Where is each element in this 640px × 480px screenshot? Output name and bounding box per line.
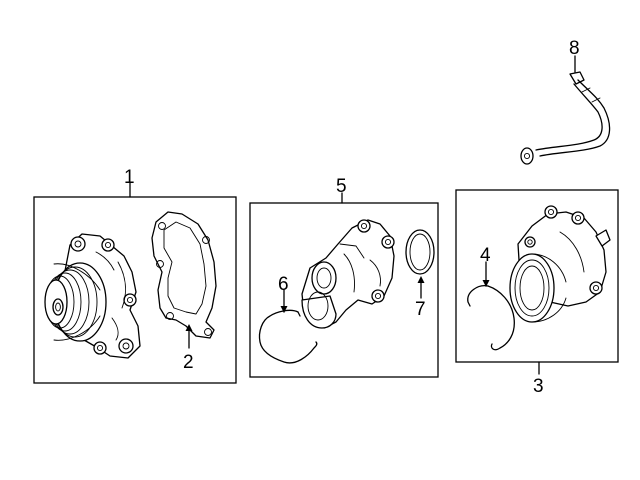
housing-clip <box>467 261 515 351</box>
group-box-5 <box>249 192 439 378</box>
callout-7: 7 <box>415 299 426 320</box>
callout-2: 2 <box>183 352 194 373</box>
coolant-housing <box>509 205 611 323</box>
thermostat-housing <box>301 219 395 329</box>
group-box-3 <box>455 189 619 375</box>
group-box-1 <box>33 182 237 384</box>
water-pump <box>44 233 141 359</box>
callout-1: 1 <box>124 167 135 188</box>
thermostat-o-ring <box>405 229 435 299</box>
callout-5: 5 <box>336 176 347 197</box>
coolant-hose <box>520 55 611 165</box>
callout-4: 4 <box>480 245 491 266</box>
callout-6: 6 <box>278 274 289 295</box>
water-pump-gasket <box>151 211 217 349</box>
callout-8: 8 <box>569 38 580 59</box>
thermostat-clip <box>258 289 318 364</box>
callout-3: 3 <box>533 376 544 397</box>
